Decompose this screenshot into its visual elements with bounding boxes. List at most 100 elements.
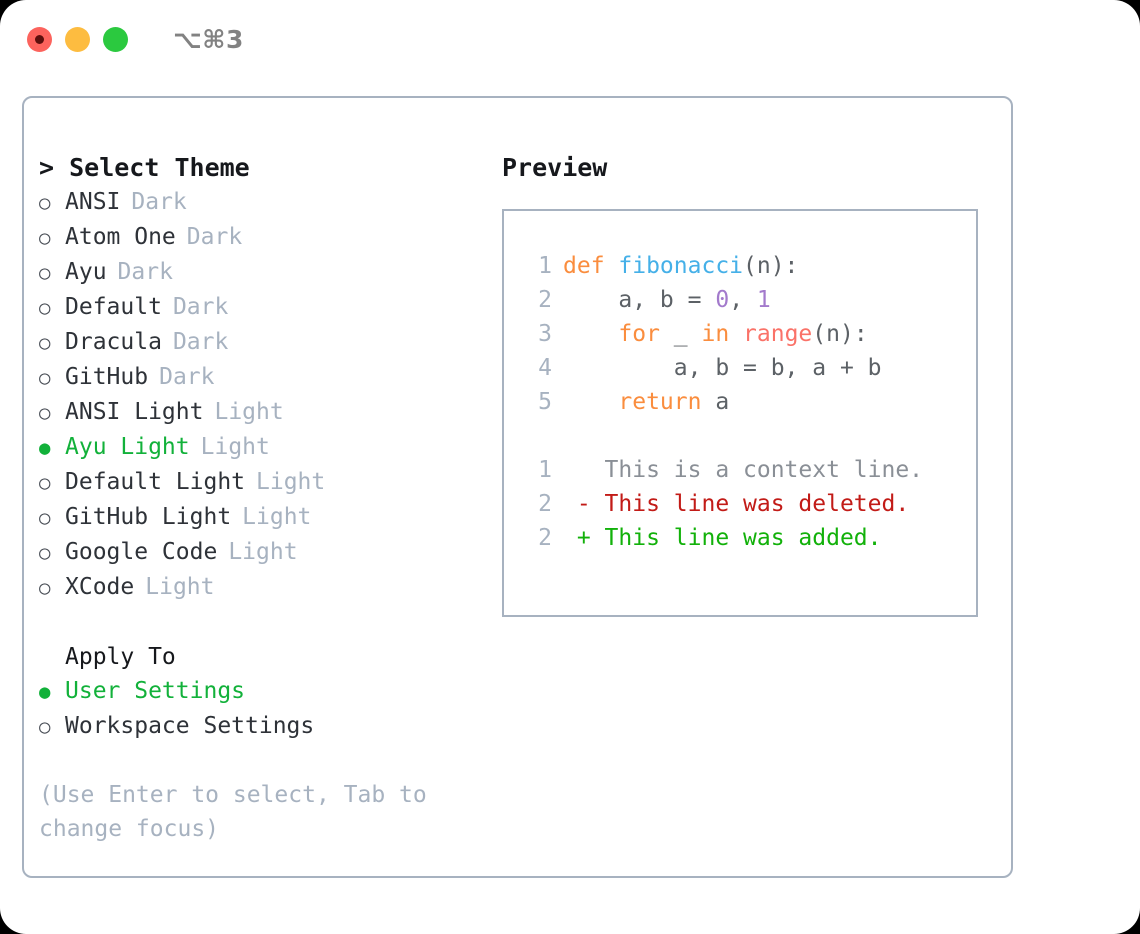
theme-option-tag: Dark — [172, 329, 229, 355]
code-row: 3 for _ in range(n): — [504, 317, 976, 351]
token: + This line was added. — [563, 525, 882, 551]
code-line-text: def fibonacci(n): — [563, 249, 798, 283]
theme-option-label: ANSI Light — [65, 399, 204, 425]
theme-option-tag: Light — [145, 574, 215, 600]
radio-unselected-icon: ○ — [39, 577, 51, 599]
radio-unselected-icon: ○ — [39, 192, 51, 214]
theme-option-label: Ayu Light — [65, 434, 190, 460]
code-line-text: return a — [563, 385, 729, 419]
diff-line-text: - This line was deleted. — [563, 487, 909, 521]
code-line-number: 5 — [538, 389, 552, 415]
theme-option-tag: Light — [200, 434, 270, 460]
radio-unselected-icon: ○ — [39, 227, 51, 249]
apply-to-title: Apply To — [65, 644, 176, 670]
code-line-number: 3 — [538, 321, 552, 347]
diff-line-number: 2 — [538, 491, 552, 517]
token: a, b = b, a + b — [563, 355, 882, 381]
diff-row: 2 + This line was added. — [504, 521, 976, 555]
token: This is a context line. — [563, 457, 924, 483]
radio-unselected-icon: ○ — [39, 472, 51, 494]
minimize-button[interactable] — [65, 26, 90, 52]
diff-sample: 1 This is a context line. 2 - This line w… — [504, 453, 976, 555]
diff-line-text: + This line was added. — [563, 521, 882, 555]
diff-line-number: 1 — [538, 457, 552, 483]
code-line-number: 4 — [538, 355, 552, 381]
token: def — [563, 253, 619, 279]
apply-option-0[interactable]: ● User Settings — [39, 674, 489, 709]
code-row: 5 return a — [504, 385, 976, 419]
theme-option-label: Default Light — [65, 469, 246, 495]
theme-option-label: Google Code — [65, 539, 218, 565]
apply-to-option-list: ● User Settings ○ Workspace Settings — [39, 674, 489, 744]
radio-unselected-icon: ○ — [39, 262, 51, 284]
keyboard-shortcut-label: ⌥⌘3 — [173, 24, 244, 54]
theme-option-tag: Dark — [186, 224, 243, 250]
radio-unselected-icon: ○ — [39, 542, 51, 564]
theme-option-label: Default — [65, 294, 162, 320]
theme-option-label: GitHub Light — [65, 504, 232, 530]
token — [563, 389, 618, 415]
preview-title: Preview — [502, 153, 608, 182]
diff-line-text: This is a context line. — [563, 453, 924, 487]
token: 0 — [715, 287, 730, 313]
theme-option-label: Ayu — [65, 259, 107, 285]
token: 1 — [756, 287, 771, 313]
radio-selected-icon: ● — [39, 681, 51, 703]
token: a — [701, 389, 730, 415]
diff-line-number: 2 — [538, 525, 552, 551]
theme-option-tag: Light — [256, 469, 326, 495]
token — [563, 321, 618, 347]
token: a, b = — [563, 287, 716, 313]
apply-option-label: Workspace Settings — [65, 713, 315, 739]
radio-unselected-icon: ○ — [39, 297, 51, 319]
code-line-number: 1 — [538, 253, 552, 279]
apply-option-1[interactable]: ○ Workspace Settings — [39, 709, 489, 744]
token: (n): — [812, 321, 868, 347]
theme-option-label: XCode — [65, 574, 135, 600]
theme-option-8[interactable]: ○ Default Light Light — [39, 465, 489, 500]
token — [729, 321, 743, 347]
code-line-text: a, b = 0, 1 — [563, 283, 771, 317]
code-line-text: a, b = b, a + b — [563, 351, 882, 385]
token: in — [701, 321, 730, 347]
code-line-number: 2 — [538, 287, 552, 313]
window-controls — [27, 26, 128, 52]
theme-option-label: GitHub — [65, 364, 149, 390]
title-bar: ⌥⌘3 — [0, 0, 1140, 78]
keyboard-hint-text: (Use Enter to select, Tab to change focu… — [39, 782, 441, 842]
select-theme-header: > Select Theme — [39, 153, 250, 182]
zoom-button[interactable] — [103, 26, 128, 52]
theme-option-3[interactable]: ○ Default Dark — [39, 290, 489, 325]
radio-unselected-icon: ○ — [39, 507, 51, 529]
token: fibonacci — [618, 253, 744, 279]
close-button[interactable] — [27, 26, 52, 52]
token: for — [618, 321, 660, 347]
radio-unselected-icon: ○ — [39, 367, 51, 389]
theme-option-11[interactable]: ○ XCode Light — [39, 570, 489, 605]
theme-option-tag: Light — [228, 539, 298, 565]
theme-option-label: ANSI — [65, 189, 121, 215]
code-row: 1 def fibonacci(n): — [504, 249, 976, 283]
apply-option-label: User Settings — [65, 678, 246, 704]
token: (n): — [743, 253, 799, 279]
token: _ — [659, 321, 702, 347]
theme-option-tag: Dark — [172, 294, 229, 320]
token: range — [743, 321, 813, 347]
theme-option-10[interactable]: ○ Google Code Light — [39, 535, 489, 570]
token: return — [618, 389, 702, 415]
code-spacer — [504, 419, 976, 453]
radio-unselected-icon: ○ — [39, 716, 51, 738]
